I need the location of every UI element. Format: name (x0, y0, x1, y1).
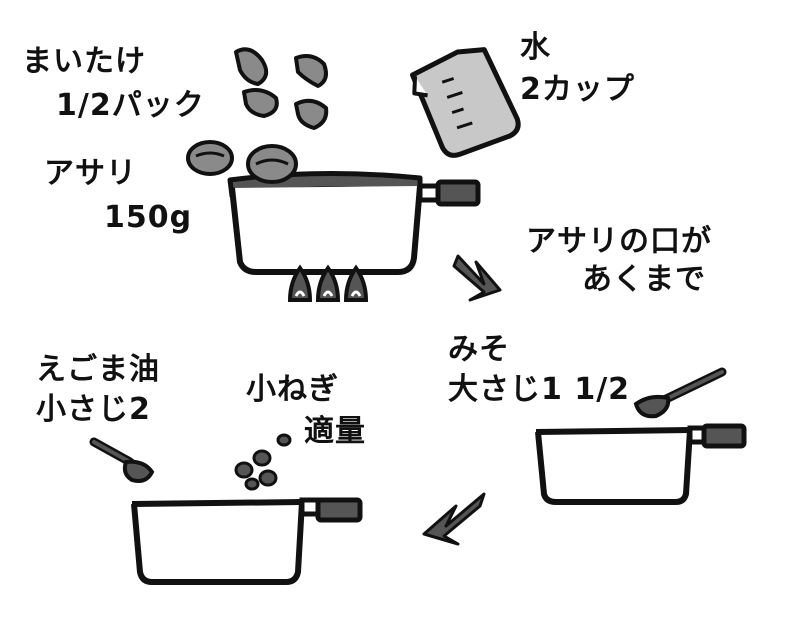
top-pot (227, 170, 481, 275)
maitake-mushrooms (234, 47, 329, 130)
until-text: あくまで (582, 262, 706, 297)
asari-label: アサリ (44, 156, 137, 191)
arrow-step1 (452, 254, 502, 302)
miso-spoon (633, 367, 727, 419)
miso-label: みそ (448, 332, 510, 367)
miso-pot (535, 423, 747, 505)
water-label: 水 (520, 30, 551, 65)
measuring-cup (410, 47, 521, 158)
asari-amount: 150g (104, 200, 193, 235)
maitake-amount: 1/2パック (56, 88, 205, 123)
clam-shells (186, 140, 298, 184)
maitake-label: まいたけ (22, 44, 146, 79)
oil-spoon (89, 437, 155, 483)
final-pot (131, 497, 363, 585)
egoma-oil-label: えごま油 (36, 352, 160, 387)
green-onion-amount: 適量 (304, 414, 366, 449)
green-onion-label: 小ねぎ (246, 372, 339, 407)
green-onion-pieces (234, 433, 292, 491)
water-amount: 2カップ (520, 72, 635, 107)
miso-amount: 大さじ1 1/2 (448, 372, 631, 407)
egoma-oil-amount: 小さじ2 (36, 392, 151, 427)
arrow-step2 (422, 492, 486, 546)
burner-flames (287, 264, 369, 302)
asari-open-text: アサリの口が (526, 224, 712, 259)
